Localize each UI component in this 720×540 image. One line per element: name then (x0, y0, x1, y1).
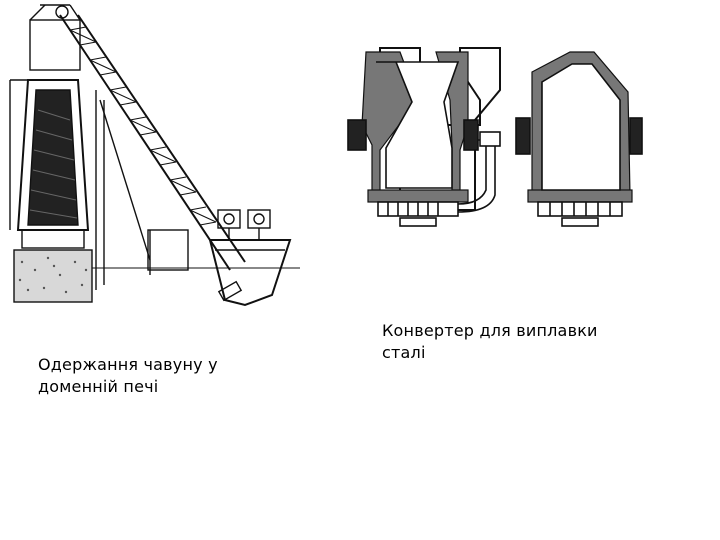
blast-furnace-drawing (9, 4, 300, 307)
steel-converter-drawing (347, 47, 643, 227)
blast-furnace-caption: Одержання чавуну у доменній печі (38, 355, 218, 396)
converter-caption: Конвертер для виплавки сталі (382, 321, 598, 362)
